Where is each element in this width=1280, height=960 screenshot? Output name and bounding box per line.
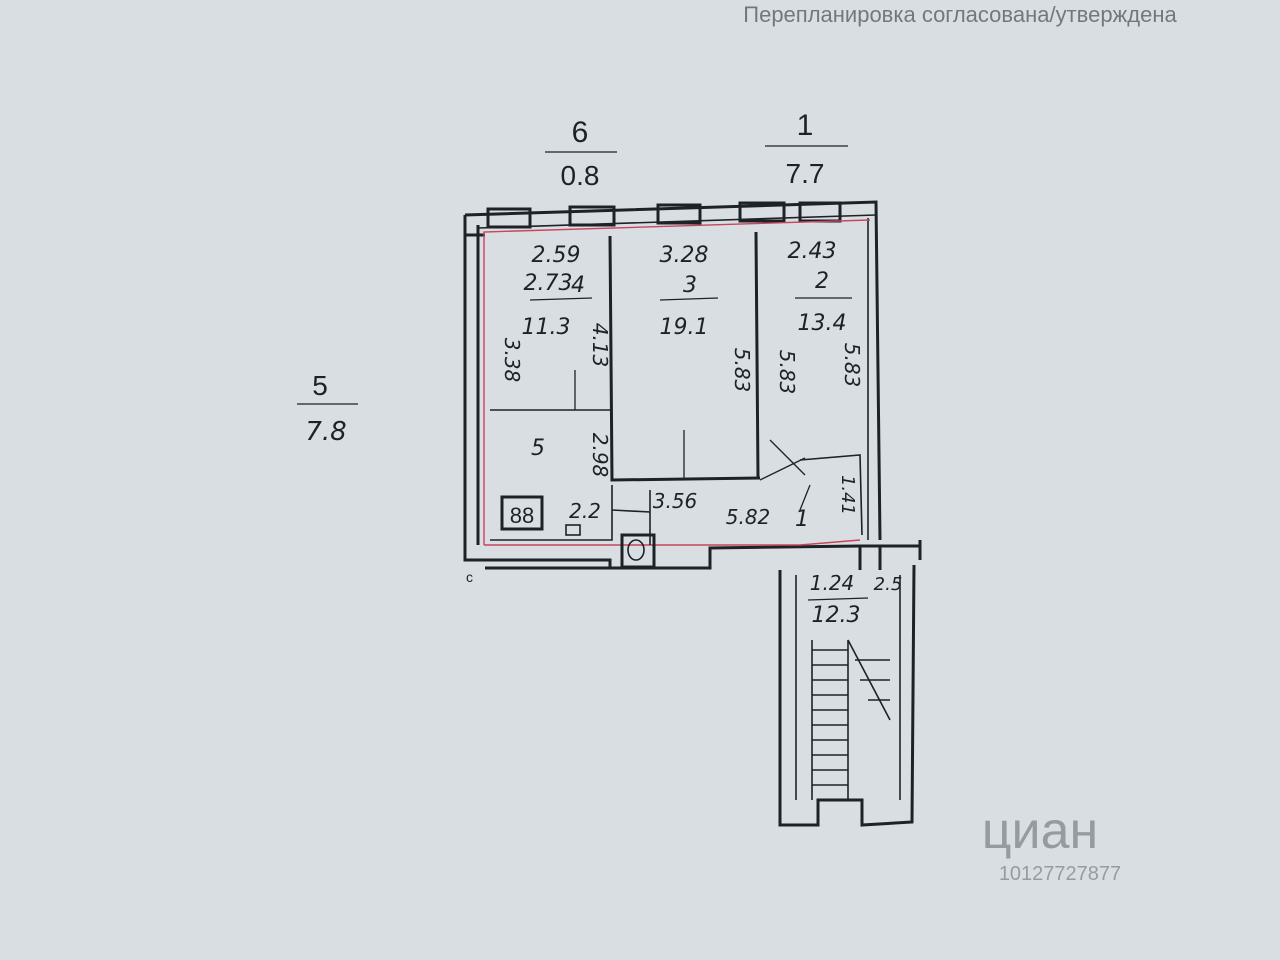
room2-len-right: 5.83 [840, 343, 864, 388]
room-2: 2.43 2 13.4 5.83 5.83 [775, 239, 864, 394]
room5-len: 2.98 [588, 433, 612, 478]
room-3: 3.28 3 19.1 5.83 [660, 243, 754, 392]
toilet-icon [620, 533, 656, 569]
label-1: 1 7.7 [765, 109, 848, 189]
label-6-num: 6 [572, 116, 589, 149]
room3-area: 19.1 [660, 315, 709, 340]
watermark: циан 10127727877 [982, 802, 1121, 885]
room4-area: 11.3 [522, 315, 571, 340]
label-6: 6 0.8 [545, 116, 617, 191]
label-5: 5 7.8 [297, 370, 358, 447]
partitions [490, 231, 863, 545]
window-4 [738, 201, 786, 223]
watermark-brand: циан [982, 802, 1098, 860]
stair-top: 1.24 [810, 571, 855, 595]
room5-num: 5 [531, 436, 545, 461]
room5-small: 2.2 [569, 499, 601, 523]
stair-area: 12.3 [812, 603, 861, 628]
stove-label: 88 [510, 503, 534, 528]
room4-depth-top: 2.73 [524, 271, 573, 296]
stairwell: 1.24 2.5 12.3 [778, 540, 922, 827]
corridor-num: 1 [795, 507, 809, 532]
corridor-len2: 5.82 [726, 505, 771, 529]
room-5: 5 2.98 88 2.2 [500, 433, 612, 536]
room2-area: 13.4 [798, 311, 847, 336]
room3-len: 5.83 [730, 348, 754, 393]
window-3 [656, 203, 702, 225]
label-1-num: 1 [797, 109, 814, 142]
label-5-area: 7.8 [305, 417, 346, 447]
toilet-bowl-icon [627, 539, 645, 561]
corner-mark: c [466, 569, 473, 585]
header-text: Перепланировка согласована/утверждена [743, 2, 1177, 27]
sink-icon [565, 524, 581, 536]
label-5-num: 5 [312, 370, 328, 401]
room3-width: 3.28 [660, 243, 709, 268]
watermark-id: 10127727877 [999, 863, 1121, 885]
label-1-area: 7.7 [786, 158, 825, 189]
room4-width: 2.59 [532, 243, 581, 268]
room2-len-left: 5.83 [775, 350, 799, 395]
room2-width: 2.43 [788, 239, 837, 264]
corridor: 3.56 5.82 1 1.41 [620, 475, 858, 569]
room4-len-left: 3.38 [500, 338, 524, 383]
corridor-len1: 3.56 [653, 489, 698, 513]
room-4: 2.59 2.73 4 11.3 3.38 4.13 [500, 243, 612, 382]
stair-steps [812, 649, 890, 786]
stair-right: 2.5 [874, 574, 903, 595]
corridor-small: 1.41 [837, 475, 858, 515]
room4-num: 4 [571, 273, 585, 298]
red-lines [483, 219, 871, 546]
room3-num: 3 [683, 273, 697, 298]
room4-len-right: 4.13 [588, 323, 612, 368]
room2-num: 2 [815, 269, 829, 294]
stove-icon [500, 495, 544, 531]
label-6-area: 0.8 [561, 160, 600, 191]
